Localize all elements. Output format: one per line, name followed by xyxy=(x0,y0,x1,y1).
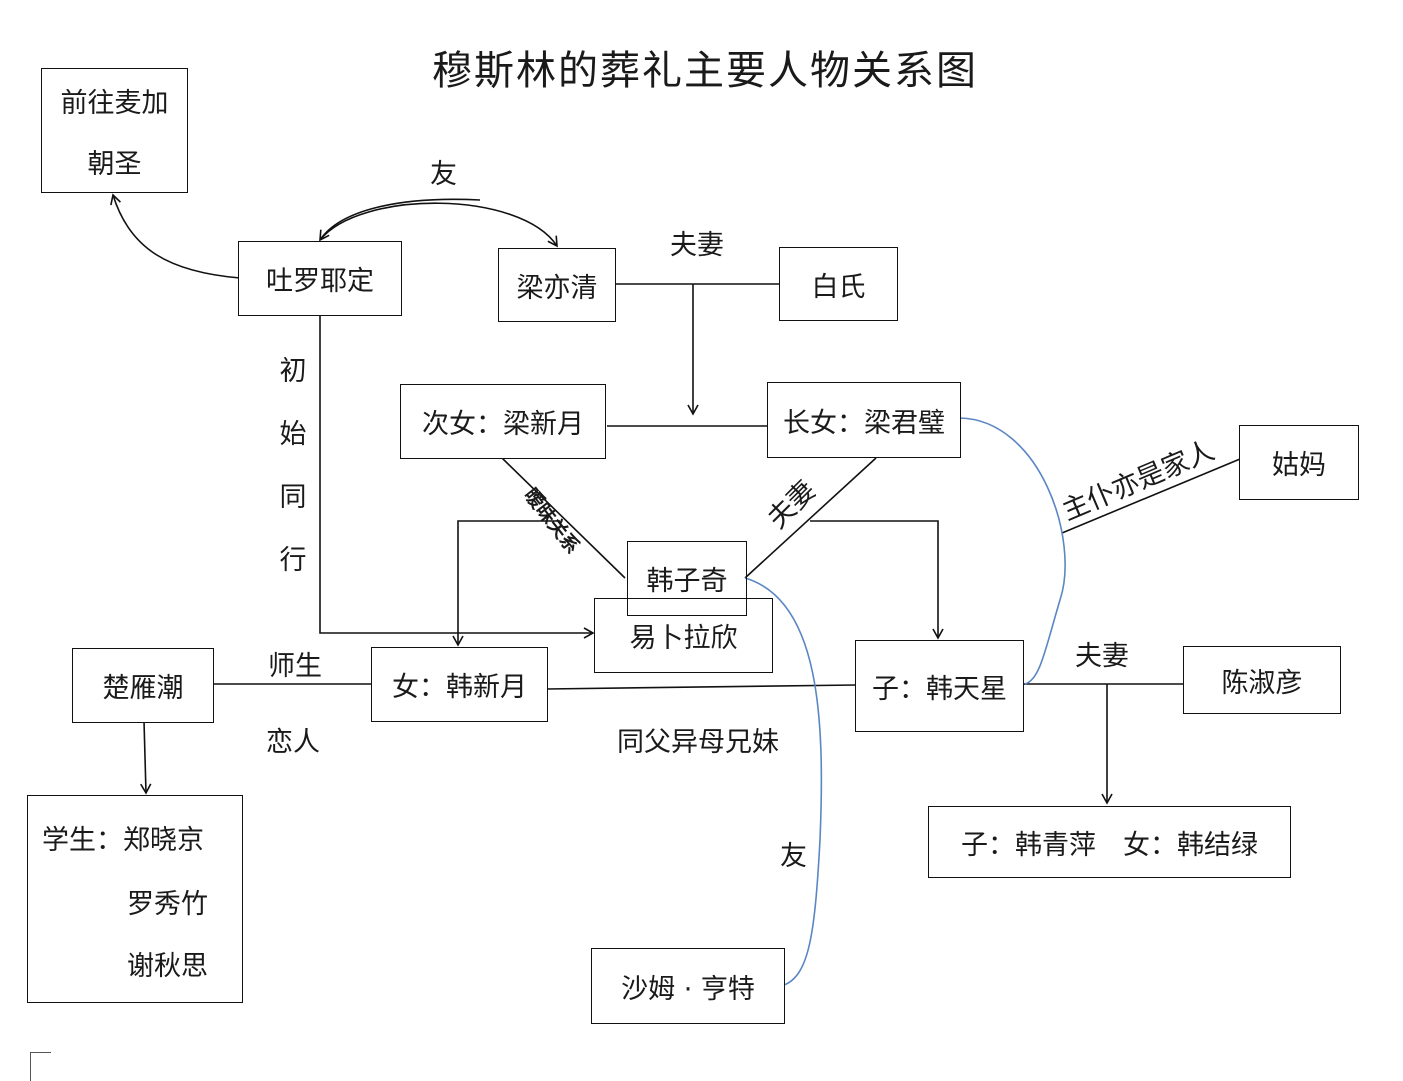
student-xie: 谢秋思 xyxy=(127,951,208,982)
label-initial-travel-1: 初 xyxy=(279,356,307,387)
student-zheng: 学生：郑晓京 xyxy=(42,825,204,856)
node-liang-yiqing: 梁亦清 xyxy=(498,248,616,322)
label-lovers: 恋人 xyxy=(266,727,320,758)
node-han-xinyue: 女：韩新月 xyxy=(371,647,548,722)
node-students: 学生：郑晓京 罗秀竹 谢秋思 xyxy=(27,795,243,1003)
node-mecca-line1: 前往麦加 xyxy=(60,87,169,119)
label-initial-travel: 初 始 同 行 xyxy=(278,340,308,592)
label-teacher-student: 师生 xyxy=(268,651,322,682)
label-initial-travel-3: 同 xyxy=(279,482,307,513)
node-baishi: 白氏 xyxy=(779,247,898,321)
node-yibulaxin: 易卜拉欣 xyxy=(594,598,773,673)
node-shamu-hengte: 沙姆 · 亨特 xyxy=(591,948,785,1024)
label-couple-tianxing: 夫妻 xyxy=(1075,641,1129,672)
label-friend-top: 友 xyxy=(430,159,457,190)
node-han-ziqi: 韩子奇 xyxy=(627,541,747,616)
node-tuluo: 吐罗耶定 xyxy=(238,241,402,316)
node-liang-junbi: 长女：梁君璧 xyxy=(767,382,961,458)
student-luo: 罗秀竹 xyxy=(127,889,208,920)
node-guma: 姑妈 xyxy=(1239,425,1359,500)
node-han-tianxing: 子：韩天星 xyxy=(855,640,1024,732)
node-mecca-line2: 朝圣 xyxy=(87,148,142,180)
node-chen-shuyan: 陈淑彦 xyxy=(1183,646,1341,714)
label-initial-travel-2: 始 xyxy=(279,419,307,450)
label-couple-liang: 夫妻 xyxy=(670,230,724,261)
node-grandchildren: 子：韩青萍 女：韩结绿 xyxy=(928,806,1291,878)
node-chu-yanchao: 楚雁潮 xyxy=(72,648,214,723)
node-mecca-pilgrimage: 前往麦加 朝圣 xyxy=(41,68,188,193)
label-initial-travel-4: 行 xyxy=(279,545,307,576)
node-liang-xinyue: 次女：梁新月 xyxy=(400,384,606,459)
diagram-title: 穆斯林的葬礼主要人物关系图 xyxy=(432,48,978,94)
label-friend-bottom: 友 xyxy=(780,841,807,872)
page-corner-mark xyxy=(30,1052,51,1081)
label-half-siblings: 同父异母兄妹 xyxy=(617,727,779,758)
